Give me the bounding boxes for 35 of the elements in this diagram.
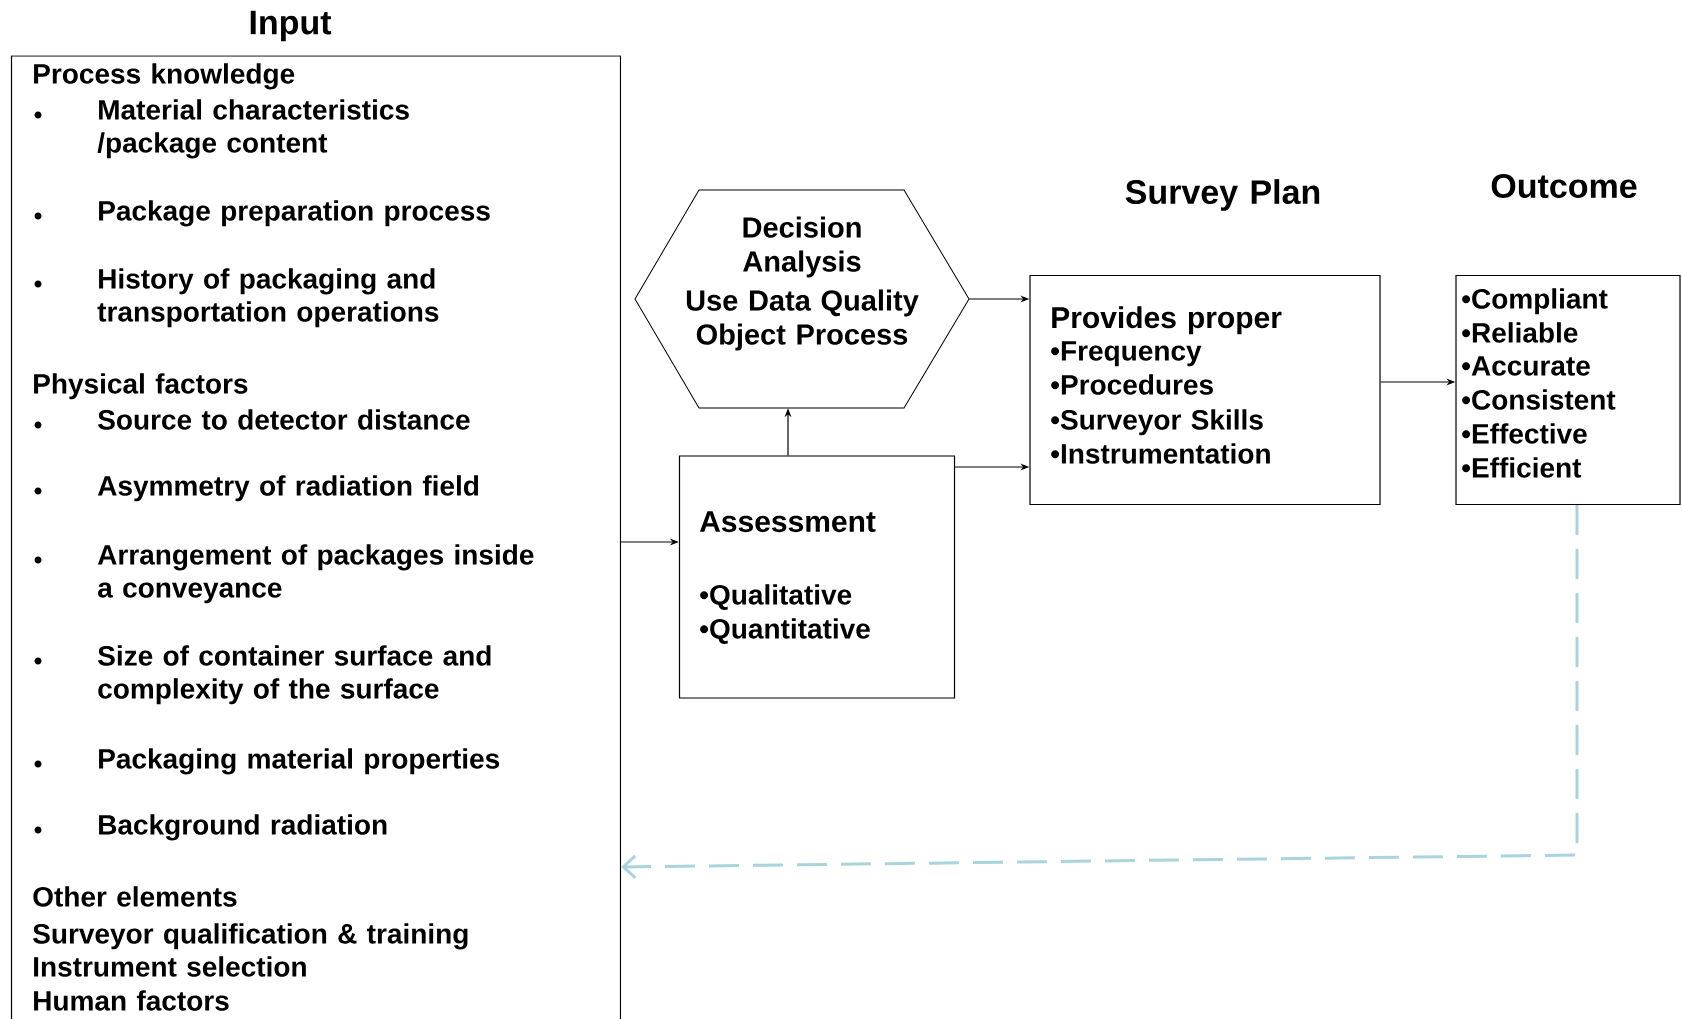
list-item: Material characteristics /package content bbox=[97, 99, 409, 159]
list-item: •Quantitative bbox=[700, 618, 870, 644]
list-item: Package preparation process bbox=[99, 200, 490, 227]
box-heading: Provides proper bbox=[1052, 306, 1282, 335]
list-item: •Effective bbox=[1462, 423, 1587, 444]
hexagon-label: Decision Analysis bbox=[743, 216, 861, 278]
list-item: •Efficient bbox=[1462, 457, 1582, 478]
list-item: •Surveyor Skills bbox=[1051, 409, 1263, 436]
section-heading: Physical factors bbox=[34, 373, 248, 400]
list-item: Human factors bbox=[34, 990, 229, 1011]
list-item: Size of container surface and complexity of the surface bbox=[98, 645, 491, 705]
list-item: •Compliant bbox=[1462, 288, 1608, 315]
section-heading: Other elements bbox=[33, 886, 237, 907]
list-item: Surveyor qualification & training bbox=[33, 923, 468, 950]
heading: Survey Plan bbox=[1125, 179, 1320, 211]
list-item: •Qualitative bbox=[700, 584, 852, 610]
list-item: Packaging material properties bbox=[99, 748, 500, 775]
list-item: Asymmetry of radiation field bbox=[97, 475, 479, 502]
heading: Input bbox=[250, 10, 332, 42]
heading: Outcome bbox=[1491, 173, 1637, 199]
list-item: Background radiation bbox=[99, 814, 387, 841]
list-item: •Reliable bbox=[1462, 322, 1578, 343]
list-item: Arrangement of packages inside a conveyance bbox=[97, 544, 534, 604]
list-item: History of packaging and transportation operations bbox=[97, 268, 439, 328]
box-heading: Assessment bbox=[699, 511, 876, 533]
hexagon-label: Use Data Quality Object Process bbox=[686, 289, 919, 351]
list-item: Source to detector distance bbox=[98, 409, 470, 430]
list-item: •Procedures bbox=[1051, 374, 1213, 395]
list-item: •Frequency bbox=[1051, 341, 1202, 367]
list-item: •Accurate bbox=[1462, 356, 1590, 376]
arrow bbox=[621, 505, 1579, 879]
list-item: •Instrumentation bbox=[1051, 443, 1270, 464]
list-item: •Consistent bbox=[1462, 389, 1616, 410]
list-item: Instrument selection bbox=[34, 956, 306, 977]
section-heading: Process knowledge bbox=[34, 63, 295, 90]
